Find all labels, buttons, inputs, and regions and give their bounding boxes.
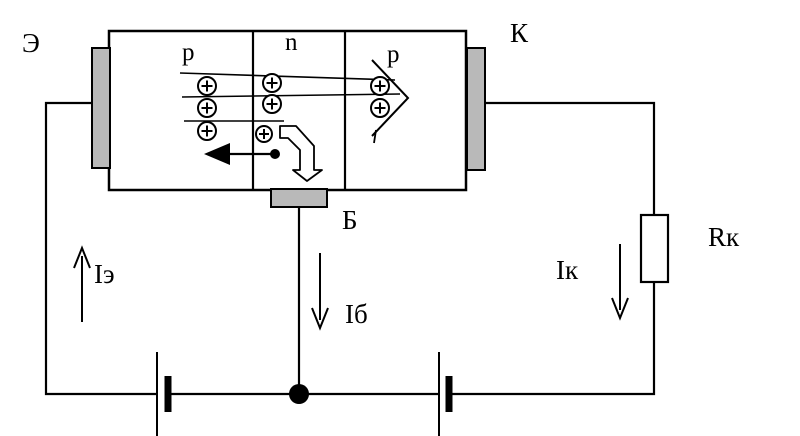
emitter-battery-icon — [156, 352, 172, 436]
terminal-label-collector: К — [510, 18, 529, 48]
hole-icon — [370, 98, 390, 118]
collector-current-arrow-icon — [611, 244, 629, 321]
electron-icon — [270, 149, 280, 159]
collector-tick-icon — [373, 129, 377, 144]
collector-arrowhead-icon — [371, 59, 410, 137]
base-current-arrow-icon — [311, 253, 329, 331]
emitter-current-label: Iэ — [94, 259, 115, 289]
electron-flow — [204, 143, 280, 165]
hole-icon — [197, 121, 217, 141]
hole-paths — [179, 59, 410, 144]
holes — [197, 73, 390, 143]
hole-icon — [197, 76, 217, 96]
hole-icon — [262, 73, 282, 93]
circuit-wires — [44, 101, 656, 404]
emitter-current-arrow-icon — [73, 245, 91, 322]
resistor-icon — [639, 213, 670, 284]
transistor-body — [107, 29, 468, 192]
region-label-collector: p — [387, 41, 400, 68]
collector-current-label: Iк — [556, 255, 579, 285]
collector-electrode — [466, 47, 486, 171]
resistor-label: Rк — [708, 222, 740, 252]
junction-node-icon — [289, 384, 309, 404]
hole-icon — [370, 76, 390, 96]
region-label-emitter: p — [182, 39, 195, 66]
hole-path-upper — [179, 72, 396, 81]
hole-icon — [262, 94, 282, 114]
terminal-label-base: Б — [342, 205, 358, 235]
base-current-label: Iб — [345, 299, 368, 329]
recombination-arrow-icon — [279, 125, 323, 182]
base-electrode — [270, 188, 328, 208]
hole-path-middle — [181, 93, 401, 98]
collector-wire-lower — [449, 282, 656, 396]
crystal-outline — [107, 29, 468, 192]
electron-arrowhead-icon — [204, 143, 230, 165]
hole-icon — [197, 98, 217, 118]
collector-battery-icon — [438, 352, 453, 436]
collector-wire-upper — [485, 101, 656, 215]
emitter-electrode — [91, 47, 111, 169]
hole-icon — [255, 125, 273, 143]
region-label-base: n — [285, 29, 298, 56]
emitter-wire — [44, 101, 157, 396]
terminal-label-emitter: Э — [22, 28, 40, 58]
